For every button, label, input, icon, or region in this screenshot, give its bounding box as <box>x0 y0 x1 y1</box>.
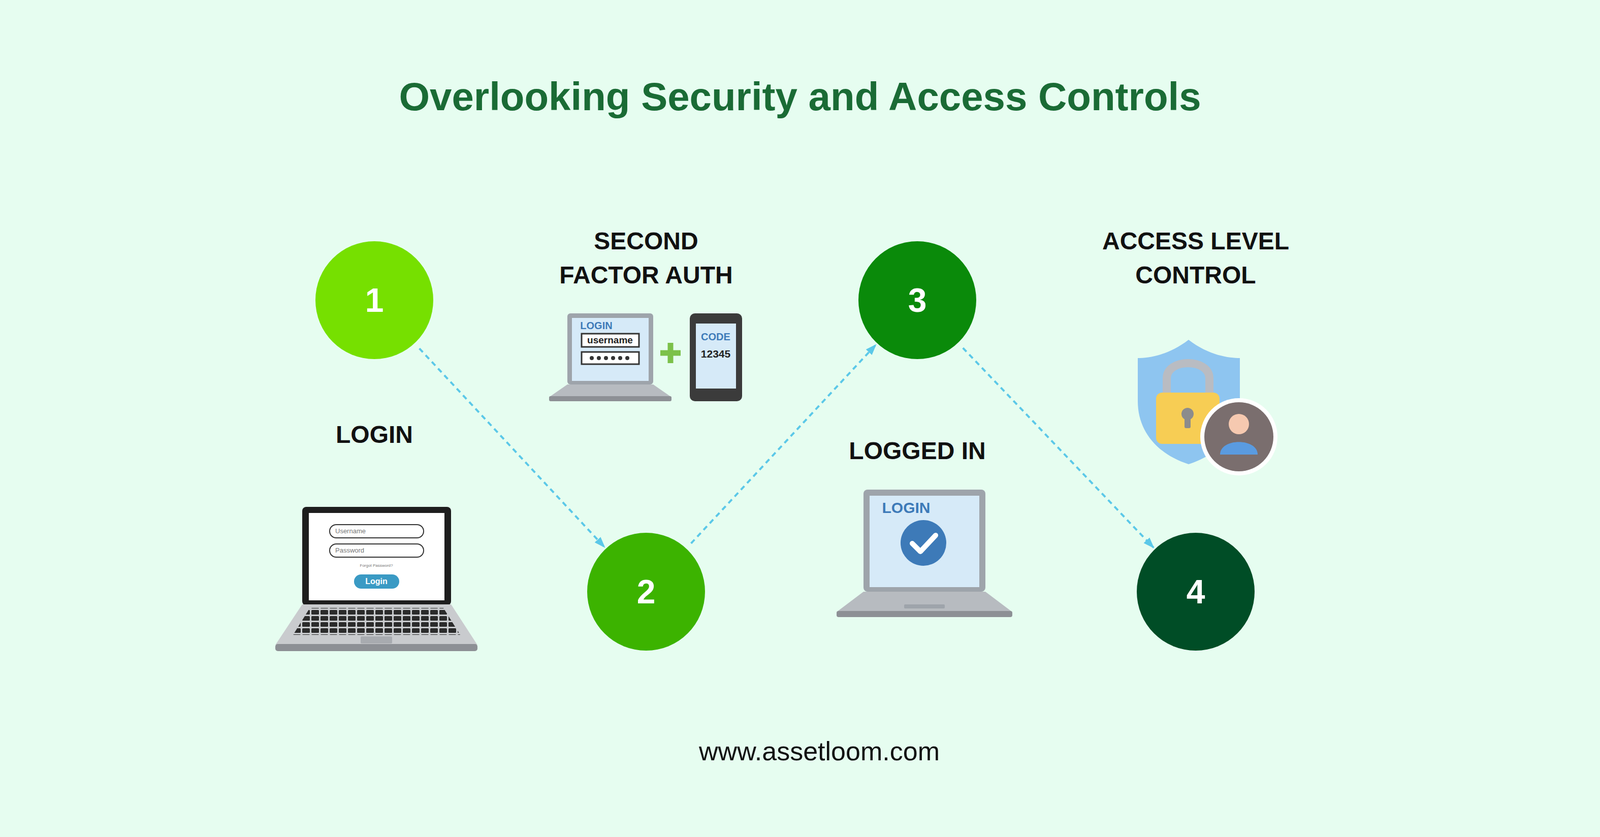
illustration-label: username <box>587 335 633 346</box>
illustration-label: Forgot Password? <box>360 563 394 569</box>
step-circle: 1LOGIN <box>315 241 434 360</box>
step-circle: 3LOGGED IN <box>858 241 977 360</box>
step-circle: 2SECOND FACTOR AUTH <box>587 532 706 651</box>
illustration-label: Username <box>335 527 366 535</box>
step-number: 2 <box>636 574 656 609</box>
diagram-title: Overlooking Security and Access Controls <box>0 71 1600 123</box>
login-laptop <box>275 506 478 652</box>
step-number: 4 <box>1186 574 1206 609</box>
step-number: 1 <box>365 283 384 317</box>
caption-url: www.assetloom.com <box>0 734 1600 770</box>
second-factor-laptop <box>549 313 743 402</box>
step-heading: ACCESS LEVEL CONTROL <box>1094 224 1298 293</box>
illustration-label: CODE <box>700 331 731 343</box>
dashed-connector <box>963 347 1154 548</box>
access-shield-icon <box>1137 339 1278 476</box>
illustration-label: LOGIN <box>580 320 613 332</box>
illustration-label: 12345 <box>700 347 731 360</box>
step-heading: LOGIN <box>247 417 502 452</box>
illustration-label: Password <box>335 547 365 555</box>
step-circle: 4ACCESS LEVEL CONTROL <box>1136 532 1255 651</box>
illustration-label: LOGIN <box>882 499 931 517</box>
step-heading: LOGGED IN <box>790 433 1045 468</box>
illustration-label: Login <box>365 577 388 587</box>
step-number: 3 <box>908 283 927 317</box>
logged-in-laptop <box>836 489 1013 618</box>
step-heading: SECOND FACTOR AUTH <box>544 224 748 293</box>
